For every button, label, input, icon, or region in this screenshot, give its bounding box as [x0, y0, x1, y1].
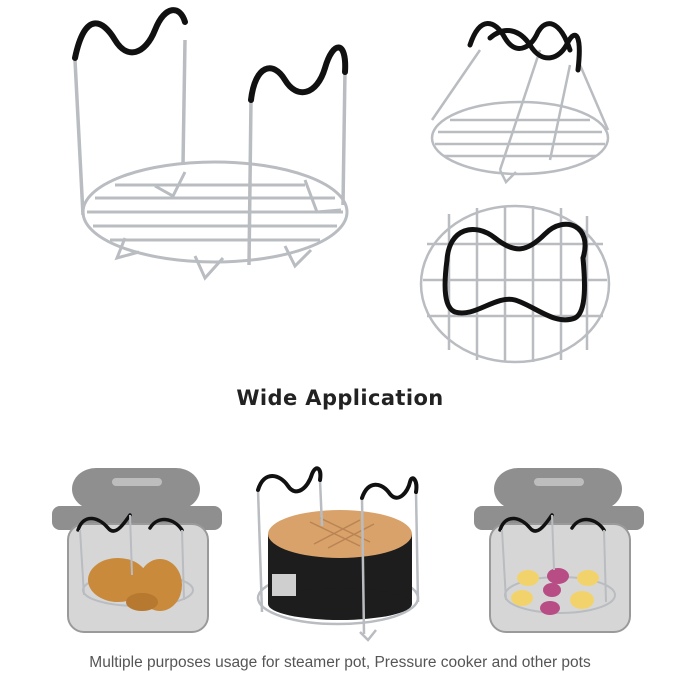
large-rack-product-photo [55, 0, 375, 290]
usage-caption: Multiple purposes usage for steamer pot,… [89, 654, 591, 671]
pressure-cooker-egg-bites-photo [472, 460, 647, 640]
rack-folded-handles-photo [420, 10, 620, 190]
pressure-cooker-chicken-photo [50, 460, 225, 640]
rack-top-view-photo [415, 200, 615, 368]
rack-with-cake-pan-photo [250, 462, 428, 642]
section-heading: Wide Application [236, 386, 444, 410]
